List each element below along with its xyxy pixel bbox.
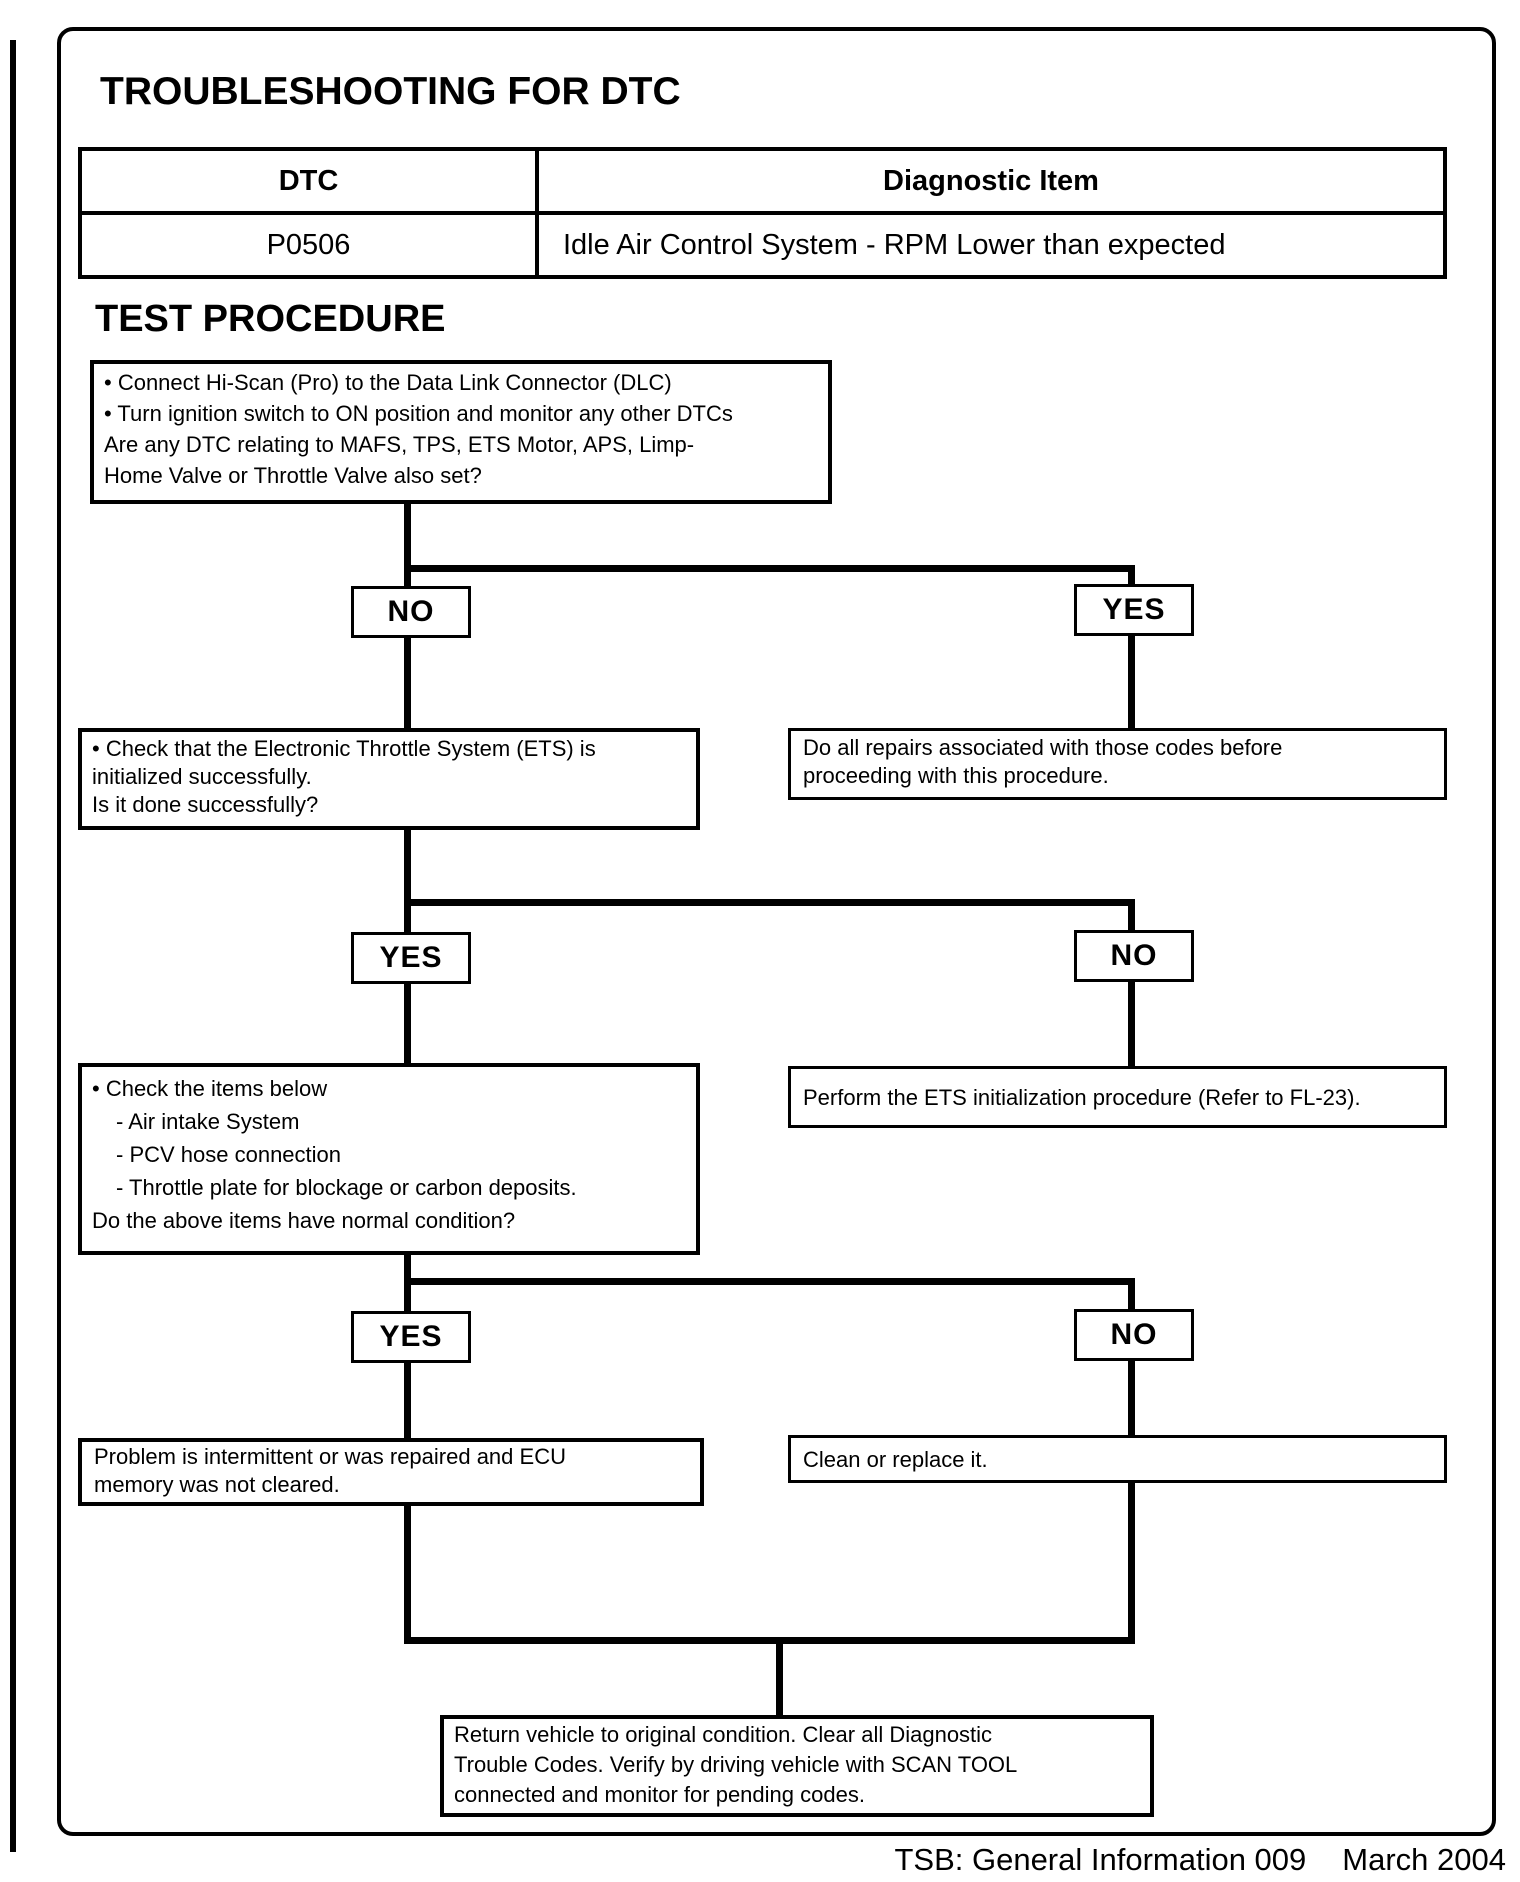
branch2-yes-label: YES: [351, 932, 471, 984]
connector-branch-2: [404, 899, 1135, 906]
box-line: Problem is intermittent or was repaired …: [94, 1444, 566, 1469]
branch3-yes-label: YES: [351, 1311, 471, 1363]
connector-left-stem-4: [404, 1496, 411, 1644]
branch1-yes-label: YES: [1074, 584, 1194, 636]
box-line: • Check the items below: [92, 1076, 328, 1101]
start-box: • Connect Hi-Scan (Pro) to the Data Link…: [90, 360, 832, 504]
box-line: - PCV hose connection: [116, 1142, 342, 1167]
scan-edge-line: [10, 40, 16, 1852]
box-line: Do all repairs associated with those cod…: [803, 735, 1283, 760]
box-line: Are any DTC relating to MAFS, TPS, ETS M…: [104, 432, 695, 457]
connector-merge: [404, 1637, 1135, 1644]
connector-right-stem-1: [1128, 565, 1135, 728]
connector-right-stem-4: [1128, 1477, 1135, 1644]
clean-replace-box: Clean or replace it.: [788, 1435, 1447, 1483]
branch3-no-label: NO: [1074, 1309, 1194, 1361]
branch2-no-label: NO: [1074, 930, 1194, 982]
box-line: Perform the ETS initialization procedure…: [803, 1084, 1361, 1110]
items-check-box: • Check the items below - Air intake Sys…: [78, 1063, 700, 1255]
do-repairs-box: Do all repairs associated with those cod…: [788, 728, 1447, 800]
connector-final-stem: [776, 1637, 783, 1719]
ets-init-box: Perform the ETS initialization procedure…: [788, 1066, 1447, 1128]
page-footer: TSB: General Information 009 March 2004: [894, 1842, 1506, 1878]
box-line: - Throttle plate for blockage or carbon …: [116, 1175, 577, 1200]
box-line: initialized successfully.: [92, 764, 312, 789]
box-line: Return vehicle to original condition. Cl…: [454, 1722, 993, 1747]
box-line: Clean or replace it.: [803, 1446, 988, 1472]
tsb-date: March 2004: [1342, 1842, 1506, 1877]
dtc-table-header-row: DTC Diagnostic Item: [82, 151, 1443, 211]
box-line: • Connect Hi-Scan (Pro) to the Data Link…: [104, 370, 672, 395]
box-line: proceeding with this procedure.: [803, 763, 1109, 788]
intermittent-box: Problem is intermittent or was repaired …: [78, 1438, 704, 1506]
box-line: • Turn ignition switch to ON position an…: [104, 401, 733, 426]
dtc-code-cell: P0506: [82, 215, 539, 275]
procedure-heading: TEST PROCEDURE: [95, 298, 446, 340]
dtc-table-data-row: P0506 Idle Air Control System - RPM Lowe…: [82, 211, 1443, 275]
box-line: connected and monitor for pending codes.: [454, 1782, 865, 1807]
page-title: TROUBLESHOOTING FOR DTC: [100, 70, 681, 113]
diagnostic-item-cell: Idle Air Control System - RPM Lower than…: [563, 228, 1226, 261]
page-border: [57, 27, 1496, 1836]
box-line: • Check that the Electronic Throttle Sys…: [92, 736, 596, 761]
diagnostic-item-column-header: Diagnostic Item: [883, 164, 1099, 197]
box-line: Trouble Codes. Verify by driving vehicle…: [454, 1752, 1018, 1777]
box-line: Home Valve or Throttle Valve also set?: [104, 463, 482, 488]
box-line: memory was not cleared.: [94, 1472, 340, 1497]
box-line: Do the above items have normal condition…: [92, 1208, 516, 1233]
connector-right-stem-2: [1128, 899, 1135, 1066]
finish-box: Return vehicle to original condition. Cl…: [440, 1715, 1154, 1817]
connector-branch-3: [404, 1278, 1135, 1285]
tsb-reference: TSB: General Information 009: [894, 1842, 1307, 1877]
box-line: Is it done successfully?: [92, 792, 319, 817]
dtc-column-header: DTC: [82, 151, 539, 211]
ets-check-box: • Check that the Electronic Throttle Sys…: [78, 728, 700, 830]
box-line: - Air intake System: [116, 1109, 300, 1134]
connector-branch-1: [404, 565, 1135, 572]
branch1-no-label: NO: [351, 586, 471, 638]
dtc-table: DTC Diagnostic Item P0506 Idle Air Contr…: [78, 147, 1447, 279]
